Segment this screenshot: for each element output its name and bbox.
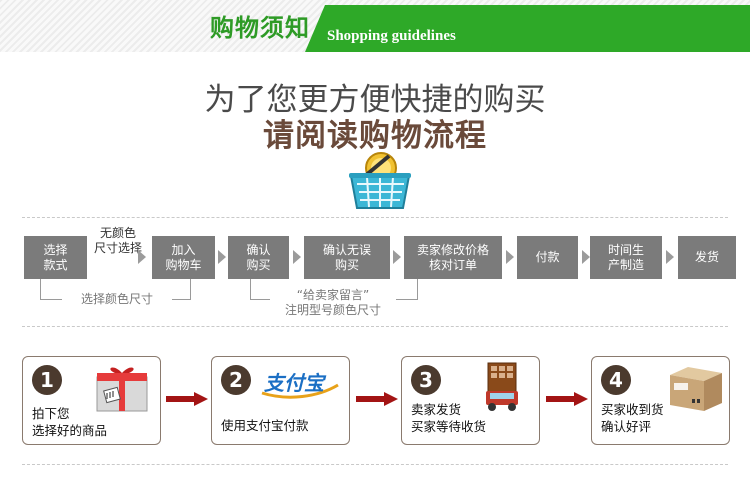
gift-box-icon bbox=[96, 367, 148, 412]
header-green-ribbon bbox=[305, 5, 750, 52]
step-card-text: 买家收到货 确认好评 bbox=[601, 402, 664, 434]
step-number-badge: 2 bbox=[221, 365, 251, 395]
flow-step-production: 时间生 产制造 bbox=[590, 236, 662, 279]
divider-top bbox=[22, 217, 728, 218]
step-card-1: 1 拍下您 选择好的商品 bbox=[22, 356, 161, 445]
step-card-text: 拍下您 选择好的商品 bbox=[32, 406, 108, 438]
step-card-4: 4 买家收到货 确认好评 bbox=[591, 356, 730, 445]
flow-arrow bbox=[582, 250, 590, 264]
step-card-text: 使用支付宝付款 bbox=[221, 418, 309, 433]
step-card-3: 3 卖家发货 买家等待收货 bbox=[401, 356, 540, 445]
flow-arrow bbox=[393, 250, 401, 264]
alipay-logo-text: 支付宝 bbox=[264, 371, 324, 395]
red-arrow-icon bbox=[166, 392, 208, 406]
divider-middle bbox=[22, 326, 728, 327]
step-number-badge: 3 bbox=[411, 365, 441, 395]
headline-line1: 为了您更方便快捷的购买 bbox=[204, 82, 546, 118]
headline-line2: 请阅读购物流程 bbox=[263, 118, 487, 154]
step-card-text: 卖家发货 买家等待收货 bbox=[411, 402, 487, 434]
flow-step-add-to-cart: 加入 购物车 bbox=[152, 236, 215, 279]
step-number-badge: 4 bbox=[601, 365, 631, 395]
flow-note-no-color-size: 无颜色 尺寸选择 bbox=[93, 226, 142, 255]
flow-note-select-color-size: 选择颜色尺寸 bbox=[62, 292, 172, 307]
flow-step-ship: 发货 bbox=[678, 236, 736, 279]
red-arrow-icon bbox=[546, 392, 588, 406]
red-arrow-icon bbox=[356, 392, 398, 406]
divider-bottom bbox=[22, 464, 728, 465]
step-card-2: 2 支付宝 使用支付宝付款 bbox=[211, 356, 350, 445]
flow-note-leave-message: “给卖家留言” 注明型号颜色尺寸 bbox=[270, 288, 396, 318]
flow-arrow bbox=[293, 250, 301, 264]
delivery-truck-icon bbox=[486, 362, 518, 411]
shopping-basket-icon bbox=[349, 152, 411, 209]
flow-arrow bbox=[506, 250, 514, 264]
flow-step-confirm-correct: 确认无误 购买 bbox=[304, 236, 390, 279]
flow-step-payment: 付款 bbox=[517, 236, 578, 279]
header-subtitle: Shopping guidelines bbox=[327, 28, 456, 44]
flow-step-select-style: 选择 款式 bbox=[24, 236, 87, 279]
flow-arrow bbox=[666, 250, 674, 264]
alipay-logo-icon: 支付宝 bbox=[258, 367, 342, 399]
header-title: 购物须知 bbox=[210, 14, 310, 42]
flow-step-modify-price: 卖家修改价格 核对订单 bbox=[404, 236, 502, 279]
flow-step-confirm-purchase: 确认 购买 bbox=[228, 236, 289, 279]
flow-arrow bbox=[138, 250, 146, 264]
flow-arrow bbox=[218, 250, 226, 264]
step-number-badge: 1 bbox=[32, 365, 62, 395]
cardboard-box-icon bbox=[670, 367, 722, 411]
